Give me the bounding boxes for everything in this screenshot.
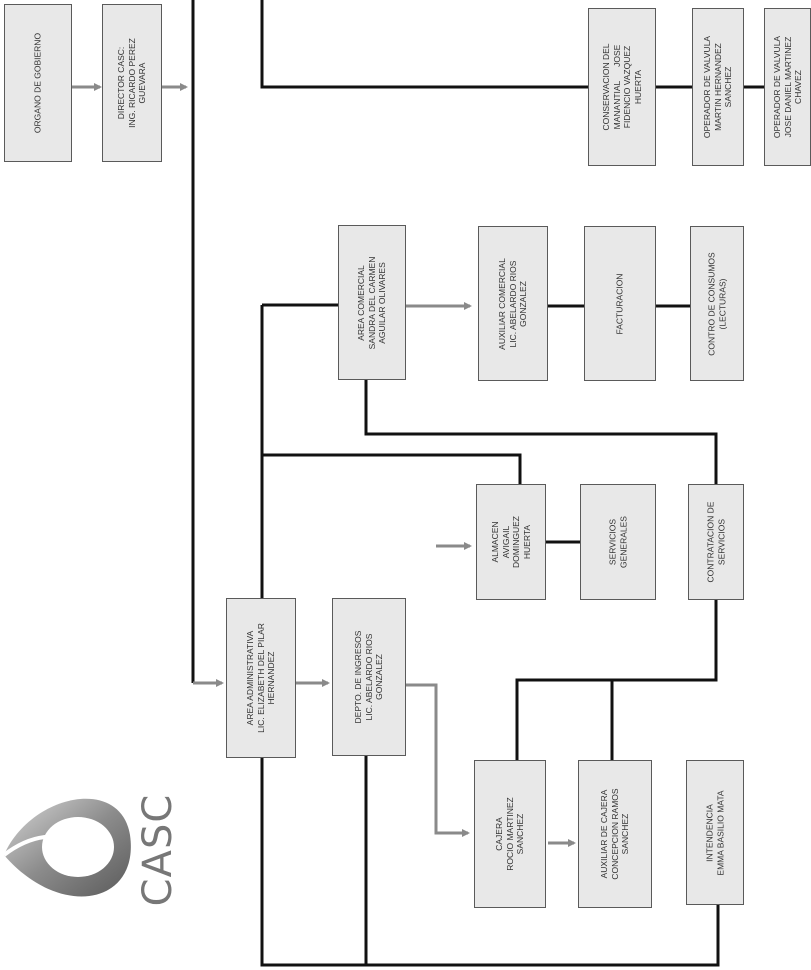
auxiliar-cajera-box: AUXILIAR DE CAJERA CONCEPCION RAMOS SANC… bbox=[578, 760, 652, 908]
box-line: CONCEPCION RAMOS bbox=[609, 788, 620, 880]
box-line: DEPTO. DE INGRESOS bbox=[353, 630, 364, 724]
box-line: SANCHEZ bbox=[620, 813, 631, 855]
area-comercial-box: AREA COMERCIAL SANDRA DEL CARMEN AGUILAR… bbox=[338, 225, 406, 380]
casc-logo-icon bbox=[2, 798, 131, 897]
depto-ingresos-box: DEPTO. DE INGRESOS LIC. ABELARDO RIOS GO… bbox=[332, 598, 406, 756]
box-line: AREA COMERCIAL bbox=[356, 264, 367, 341]
logo-text: CASC bbox=[135, 793, 181, 907]
box-line: AUXILIAR COMERCIAL bbox=[497, 257, 508, 350]
box-line: AUXILIAR DE CAJERA bbox=[599, 789, 610, 879]
box-line: ROCIO MARTINEZ bbox=[504, 797, 515, 871]
box-line: GUEVARA bbox=[137, 62, 148, 104]
box-line: DOMINGUEZ bbox=[511, 516, 521, 568]
box-line: CONTRATACION DE bbox=[705, 501, 716, 583]
intendencia-box: INTENDENCIA EMMA BASILIO MATA bbox=[686, 760, 744, 905]
box-line: SANCHEZ bbox=[723, 66, 734, 108]
box-line: LIC. ABELARDO RIOS bbox=[507, 260, 518, 347]
box-line: (LECTURAS) bbox=[717, 278, 727, 330]
box-line: FIDENCIO VAZQUEZ bbox=[622, 45, 632, 129]
box-line: SERVICIOS bbox=[607, 518, 618, 566]
facturacion-box: FACTURACION bbox=[584, 226, 656, 381]
box-line: AVIGAIL bbox=[500, 525, 511, 559]
box-line: CONTRO DE CONSUMOS bbox=[706, 251, 717, 356]
area-administrativa-box: AREA ADMINISTRATIVA LIC. ELIZABETH DEL P… bbox=[226, 598, 296, 758]
box-line: CAJERA bbox=[494, 817, 505, 851]
box-line: HERNANDEZ bbox=[266, 651, 277, 705]
box-line: JOSE DANIEL MARTINEZ bbox=[782, 36, 793, 138]
cajera-box: CAJERA ROCIO MARTINEZ SANCHEZ bbox=[474, 760, 546, 908]
operador-valvula-2-box: OPERADOR DE VALVULA JOSE DANIEL MARTINEZ… bbox=[764, 8, 811, 166]
organo-de-gobierno-box: ORGANO DE GOBIERNO bbox=[4, 4, 72, 162]
box-line: HUERTA bbox=[521, 524, 532, 560]
box-line: MARTIN HERNANDEZ bbox=[712, 43, 723, 131]
contratacion-servicios-box: CONTRATACION DE SERVICIOS bbox=[688, 484, 744, 600]
box-line: SANCHEZ bbox=[515, 813, 526, 855]
box-line: AGUILAR OLIVARES bbox=[377, 261, 388, 344]
box-line: FACTURACION bbox=[614, 273, 625, 334]
box-line: DIRECTOR CASC: bbox=[116, 46, 127, 120]
box-line: OPERADOR DE VALVULA bbox=[702, 35, 713, 139]
auxiliar-comercial-box: AUXILIAR COMERCIAL LIC. ABELARDO RIOS GO… bbox=[478, 226, 548, 381]
box-line: GENERALES bbox=[618, 516, 628, 568]
control-consumos-box: CONTRO DE CONSUMOS (LECTURAS) bbox=[690, 226, 744, 381]
director-box: DIRECTOR CASC: ING. RICARDO PEREZ GUEVAR… bbox=[102, 4, 162, 162]
box-line: GONZALEZ bbox=[374, 654, 385, 700]
box-line: CHAVEZ bbox=[792, 70, 803, 104]
box-line: MANANTIAL JOSE bbox=[611, 44, 622, 130]
almacen-box: ALMACEN AVIGAIL DOMINGUEZ HUERTA bbox=[476, 484, 546, 600]
conservacion-manantial-box: CONSERVACION DEL MANANTIAL JOSE FIDENCIO… bbox=[588, 8, 656, 166]
box-line: EMMA BASILIO MATA bbox=[715, 789, 725, 876]
box-line: OPERADOR DE VALVULA bbox=[771, 35, 782, 139]
box-line: ALMACEN bbox=[489, 521, 500, 563]
box-line: LIC. ELIZABETH DEL PILAR bbox=[255, 623, 266, 733]
operador-valvula-1-box: OPERADOR DE VALVULA MARTIN HERNANDEZ SAN… bbox=[692, 8, 744, 166]
box-line: LIC. ABELARDO RIOS bbox=[363, 633, 374, 721]
box-line: SERVICIOS bbox=[716, 518, 726, 566]
box-line: AREA ADMINISTRATIVA bbox=[245, 630, 256, 726]
box-line: GONZALEZ bbox=[518, 280, 529, 327]
box-line: ORGANO DE GOBIERNO bbox=[32, 32, 43, 134]
logo-wordmark: CASC bbox=[135, 794, 181, 907]
box-line: CONSERVACION DEL bbox=[600, 43, 611, 131]
box-line: HUERTA bbox=[632, 69, 643, 105]
box-line: SANDRA DEL CARMEN bbox=[366, 256, 377, 349]
servicios-generales-box: SERVICIOS GENERALES bbox=[580, 484, 656, 600]
box-line: ING. RICARDO PEREZ bbox=[126, 38, 137, 128]
box-line: INTENDENCIA bbox=[704, 803, 715, 862]
